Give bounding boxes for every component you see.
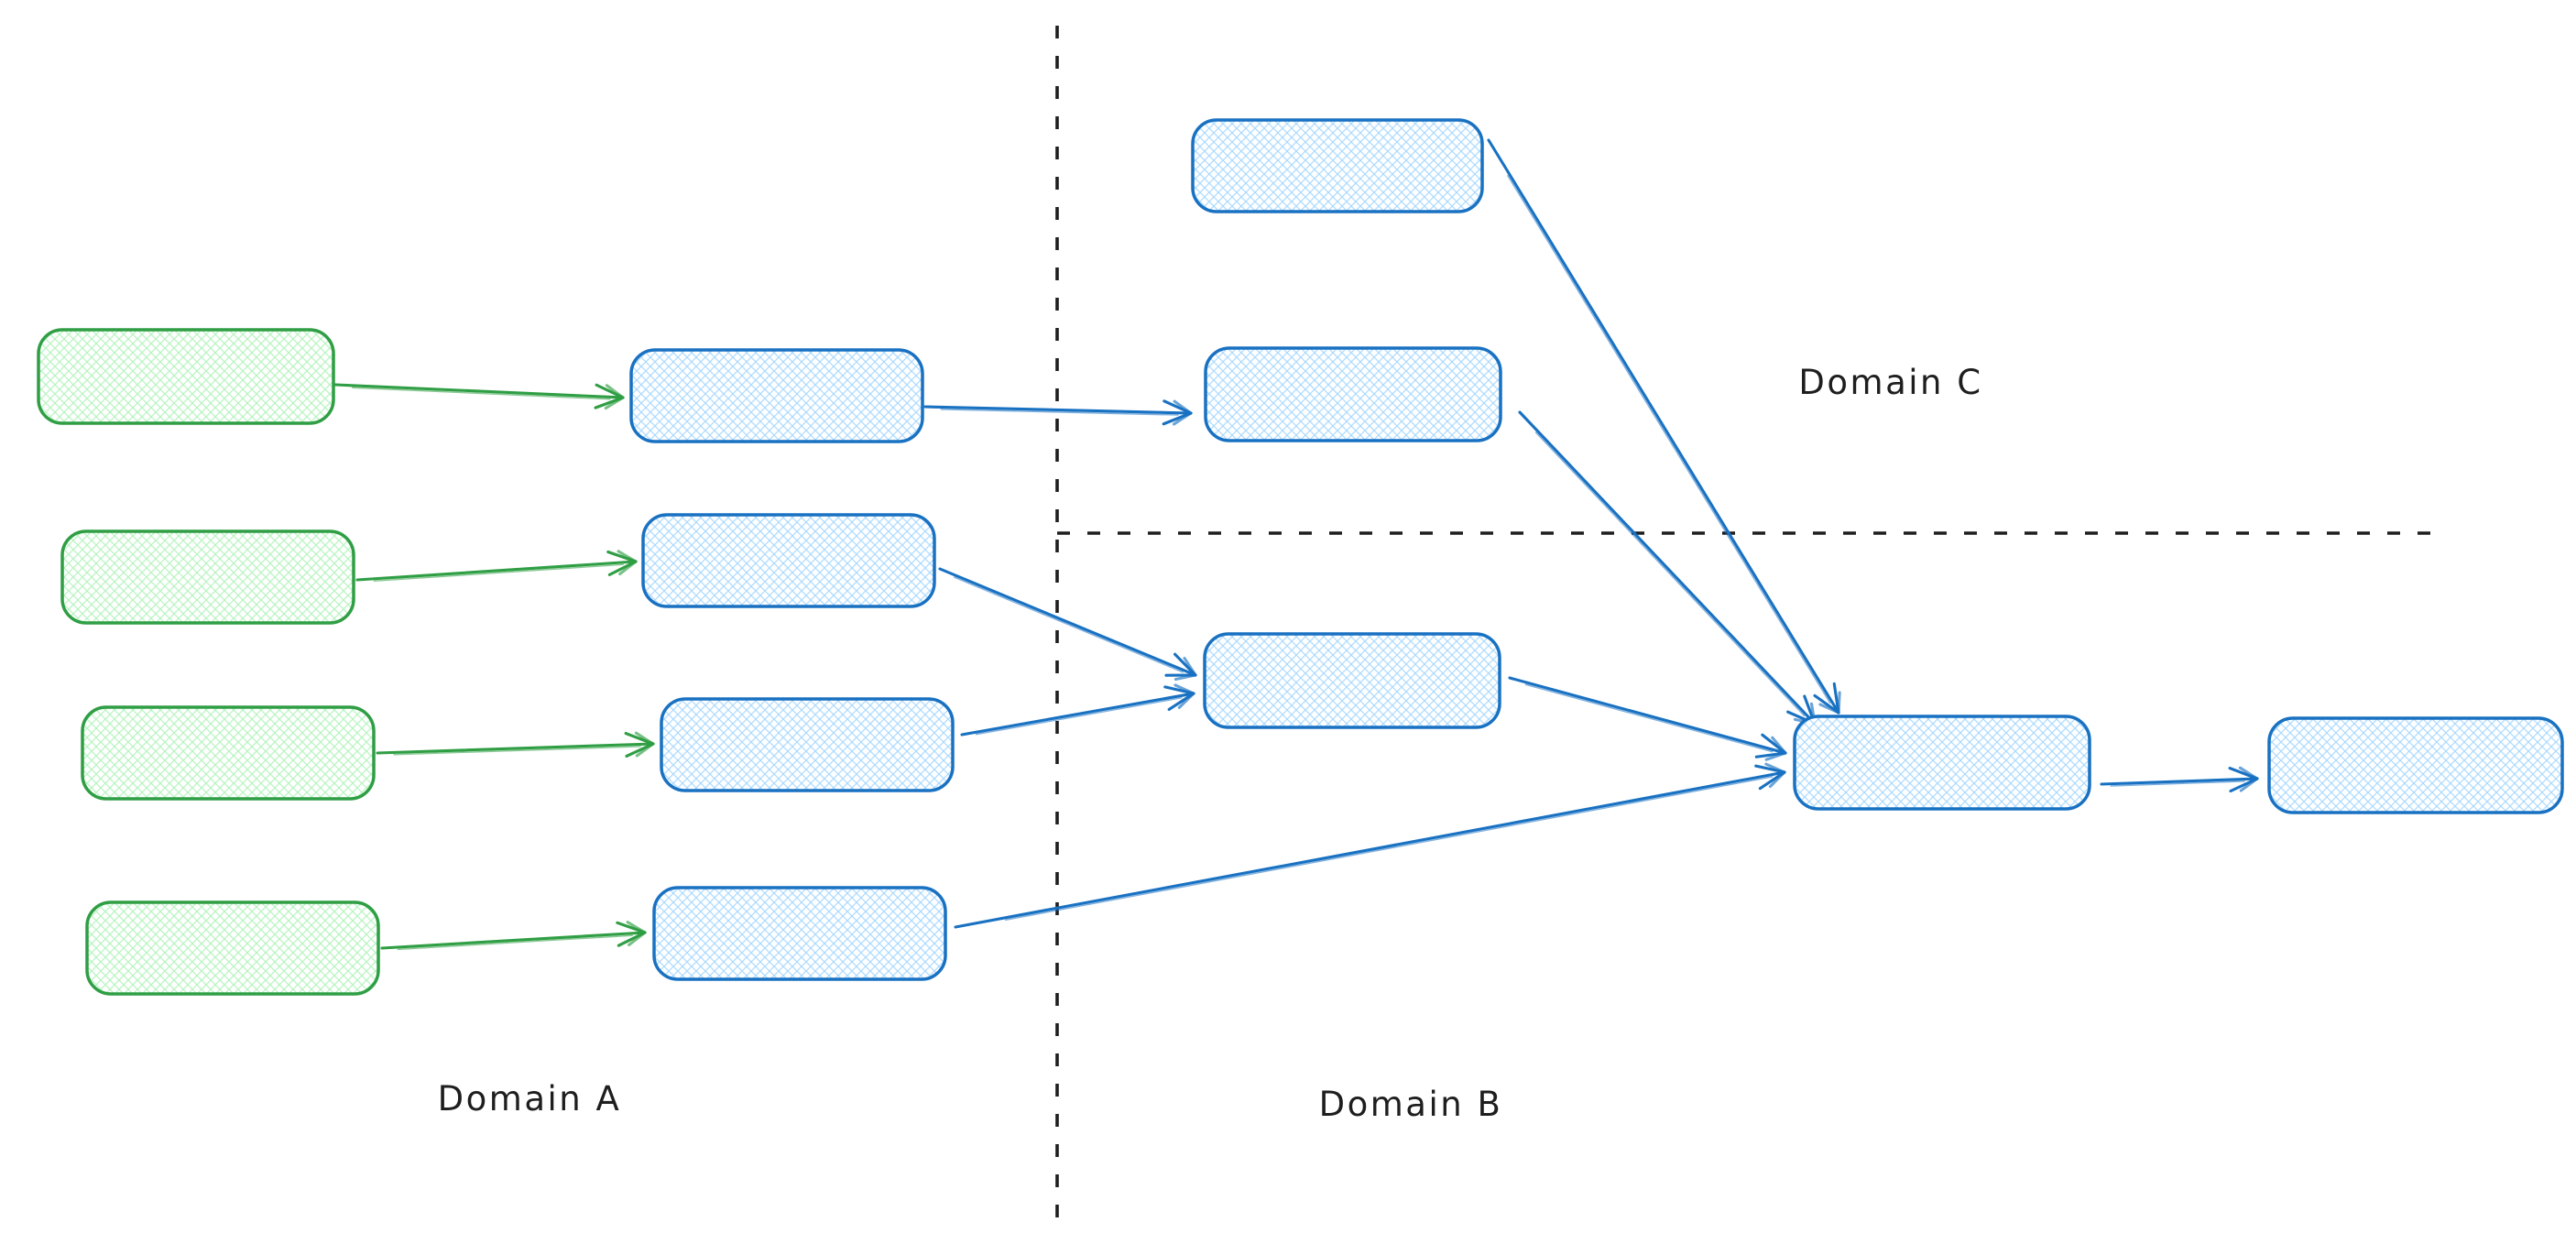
- arrow-stage1-cmid: [923, 399, 1193, 426]
- arrow-source2-stage2: [355, 550, 638, 582]
- domain-c-node-top: [1191, 118, 1484, 213]
- domain-b-node: [1203, 632, 1501, 729]
- domain-a-source-1: [37, 328, 335, 425]
- domain-a-stage-2: [641, 513, 936, 608]
- domain-a-source-3: [81, 705, 376, 801]
- domain-dividers: [1055, 26, 2446, 1233]
- arrow-stage2-bnode: [938, 567, 1197, 682]
- arrow-bnode-hub: [1508, 676, 1787, 761]
- arrow-source4-stage4: [380, 921, 647, 951]
- domain-b-output: [2267, 716, 2564, 814]
- domain-a-source-2: [60, 529, 355, 625]
- arrow-hub-output: [2100, 766, 2259, 793]
- label-domain-a: Domain A: [438, 1079, 622, 1119]
- domain-a-stage-1: [629, 348, 924, 443]
- arrow-source1-stage1: [333, 383, 625, 410]
- domain-labels: Domain A Domain B Domain C: [438, 363, 1982, 1124]
- domain-a-stage-3: [660, 697, 955, 792]
- arrow-source3-stage3: [376, 731, 655, 758]
- domain-a-source-4: [85, 900, 380, 996]
- domain-c-node-mid: [1204, 346, 1502, 442]
- arrow-ctop-hub: [1487, 138, 1841, 715]
- label-domain-c: Domain C: [1798, 363, 1982, 402]
- domain-a-stage-4: [652, 886, 947, 981]
- arrow-stage4-hub: [954, 762, 1786, 929]
- nodes: [37, 118, 2564, 996]
- domain-b-hub: [1793, 715, 2091, 811]
- label-domain-b: Domain B: [1319, 1085, 1503, 1124]
- arrows: [333, 138, 2259, 951]
- arrow-stage3-bnode: [960, 683, 1195, 737]
